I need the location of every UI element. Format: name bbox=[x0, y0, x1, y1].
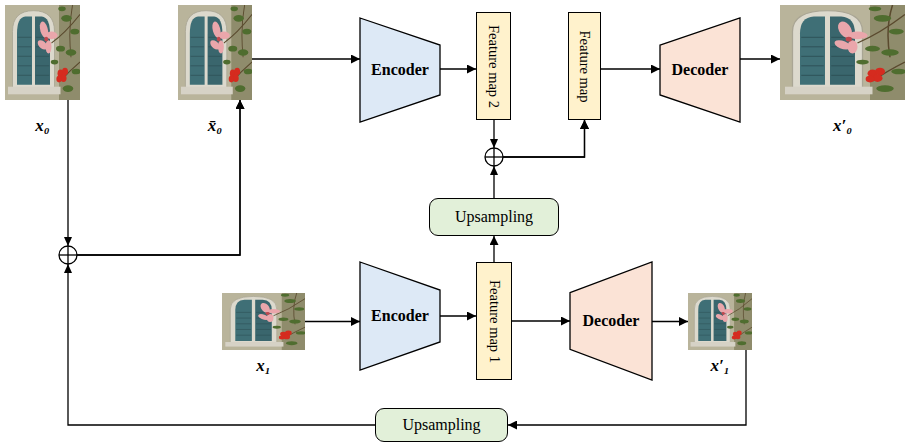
arrowhead bbox=[490, 139, 498, 148]
arrow-connector bbox=[740, 58, 780, 59]
output-image: x′₁ bbox=[688, 293, 752, 376]
sum-symbol bbox=[485, 139, 503, 175]
trapezoid-outline bbox=[660, 18, 740, 122]
photo-illustration bbox=[780, 5, 905, 100]
photo-illustration bbox=[688, 293, 752, 350]
arrowhead bbox=[64, 264, 72, 273]
block-label: Feature map 2 bbox=[485, 25, 502, 108]
trapezoid-outline bbox=[570, 262, 652, 380]
arrowhead bbox=[490, 166, 498, 175]
arrow-connector bbox=[601, 68, 660, 69]
output-image: x′₀ bbox=[780, 5, 905, 136]
arrow-connector bbox=[493, 236, 494, 262]
block-label: Encoder bbox=[371, 61, 429, 79]
upsampling-box: Upsampling bbox=[375, 408, 508, 442]
block-label: Decoder bbox=[672, 61, 729, 79]
arrow-connector bbox=[494, 120, 585, 157]
sum-circle bbox=[485, 148, 503, 166]
encoder-block: Encoder bbox=[360, 18, 440, 122]
decoder-block: Decoder bbox=[570, 262, 652, 380]
sum-plus bbox=[67, 246, 68, 264]
feature-map: Feature map bbox=[568, 12, 601, 120]
block-label: Decoder bbox=[583, 312, 640, 330]
block-label: Upsampling bbox=[455, 208, 533, 226]
feature-map: Feature map 2 bbox=[476, 12, 511, 120]
arrow-connector bbox=[494, 120, 585, 198]
trapezoid-outline bbox=[360, 18, 440, 122]
photo-illustration bbox=[222, 293, 305, 350]
arrow-connector bbox=[252, 58, 360, 59]
photo-illustration bbox=[5, 5, 80, 100]
arrow-connector bbox=[68, 100, 375, 425]
photo-illustration bbox=[178, 5, 252, 100]
photo-illustration bbox=[780, 5, 905, 100]
arrow-connector bbox=[652, 321, 688, 322]
trapezoid-outline bbox=[360, 262, 440, 370]
sum-symbol bbox=[59, 237, 77, 273]
image-label: x₀ bbox=[5, 116, 80, 136]
image-label: x′₁ bbox=[688, 356, 752, 376]
arrowhead bbox=[64, 237, 72, 246]
photo-illustration bbox=[688, 293, 752, 350]
sum-circle bbox=[59, 246, 77, 264]
arrow-connector bbox=[440, 68, 476, 69]
photo-illustration bbox=[222, 293, 305, 350]
feature-map: Feature map 1 bbox=[476, 262, 512, 380]
input-image: x₀ bbox=[5, 5, 80, 136]
arrow-connector bbox=[512, 320, 570, 321]
fused-image: x̄₀ bbox=[178, 5, 252, 136]
decoder-block: Decoder bbox=[660, 18, 740, 122]
arrow-connector bbox=[440, 315, 476, 316]
image-label: x₁ bbox=[222, 356, 305, 376]
input-image: x₁ bbox=[222, 293, 305, 376]
sum-plus bbox=[493, 148, 494, 166]
block-label: Encoder bbox=[371, 307, 429, 325]
photo-illustration bbox=[178, 5, 252, 100]
upsampling-box: Upsampling bbox=[429, 198, 559, 236]
arrow-connector bbox=[305, 321, 360, 322]
block-label: Feature map 1 bbox=[486, 280, 503, 363]
photo-illustration bbox=[5, 5, 80, 100]
block-label: Feature map bbox=[576, 30, 593, 102]
image-label: x′₀ bbox=[780, 116, 905, 136]
encoder-block: Encoder bbox=[360, 262, 440, 370]
image-label: x̄₀ bbox=[178, 116, 252, 136]
block-label: Upsampling bbox=[402, 416, 480, 434]
